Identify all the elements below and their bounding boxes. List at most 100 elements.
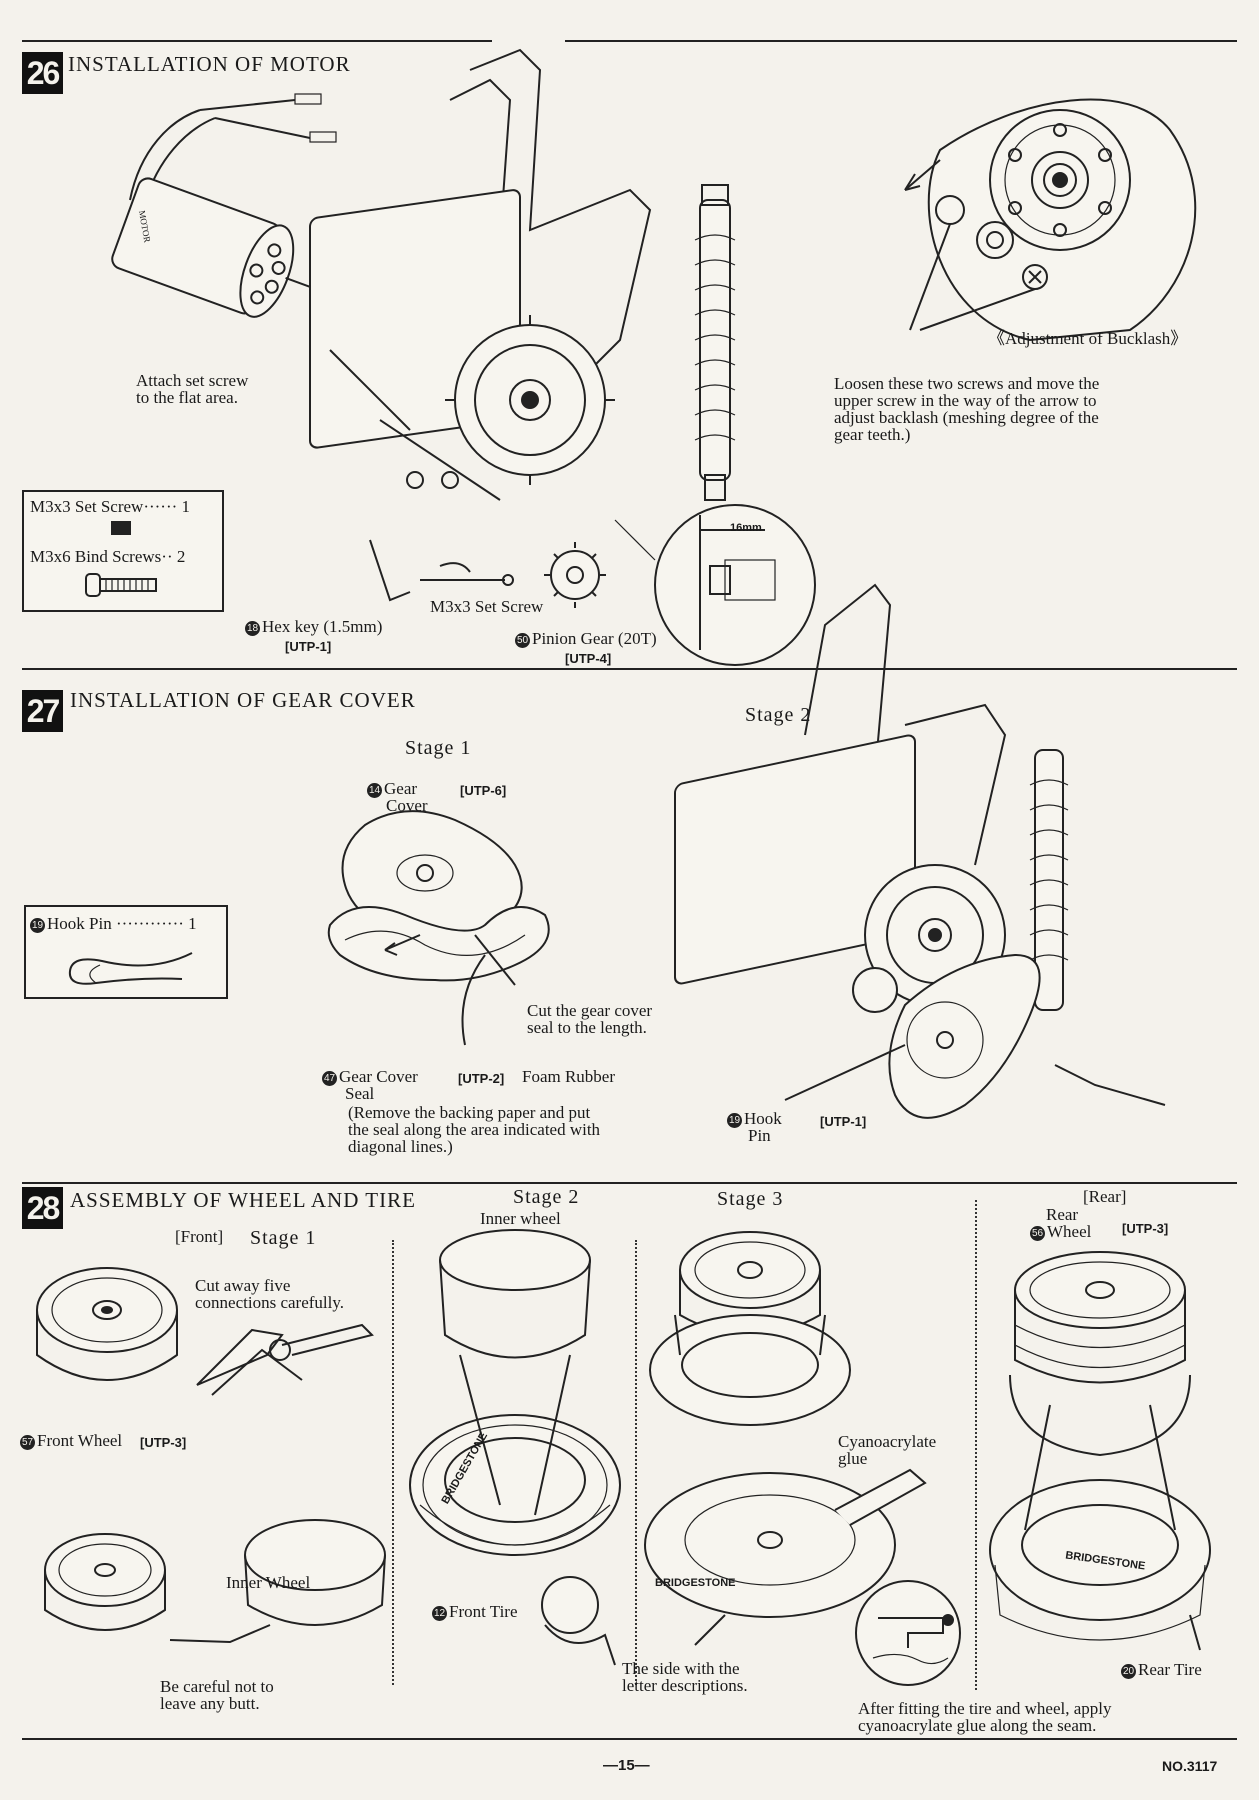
backlash-note-line2: upper screw in the way of the arrow to xyxy=(834,391,1097,410)
seal-note-line1: (Remove the backing paper and put xyxy=(348,1103,591,1122)
front-wheel-number-badge: 57 xyxy=(20,1435,35,1450)
cyano-label-line2: glue xyxy=(838,1449,868,1468)
pinion-gear-code: [UTP-4] xyxy=(565,651,612,666)
page-number: —15— xyxy=(603,1757,650,1774)
gear-cover-label-line1: Gear xyxy=(384,779,418,798)
set-screw-callout: M3x3 Set Screw xyxy=(430,597,544,616)
parts-list-box-26: M3x3 Set Screw······ 1 M3x6 Bind Screws·… xyxy=(22,490,224,612)
rear-wheel-number-badge: 56 xyxy=(1030,1226,1045,1241)
rear-wheel-tire-illustration xyxy=(989,1251,1211,1651)
pinion-position-detail xyxy=(614,504,816,666)
cut-connections-note-line1: Cut away five xyxy=(195,1276,291,1295)
hook-pin-box-badge: 19 xyxy=(30,918,45,933)
detail-dimension-label: 16mm xyxy=(730,522,762,534)
hook-pin-callout-line1: Hook xyxy=(744,1109,782,1128)
attach-note-line1: Attach set screw xyxy=(136,371,249,390)
backlash-note-line4: gear teeth.) xyxy=(834,425,911,444)
cut-seal-note-line2: seal to the length. xyxy=(527,1018,647,1037)
rear-wheel-code: [UTP-3] xyxy=(1122,1221,1169,1236)
front-tire-number-badge: 12 xyxy=(432,1606,447,1621)
hook-pin-parts-text: Hook Pin ············ 1 xyxy=(47,914,197,933)
tire-brand-text-stage3: BRIDGESTONE xyxy=(655,1577,736,1589)
document-number: NO.3117 xyxy=(1162,1758,1218,1774)
bottom-rule xyxy=(22,1738,1237,1740)
gear-cover-code: [UTP-6] xyxy=(460,783,507,798)
gear-cover-stage2-illustration xyxy=(674,583,1166,1119)
cyano-label-line1: Cyanoacrylate xyxy=(838,1432,937,1451)
hex-key-label-text: Hex key (1.5mm) xyxy=(262,617,383,636)
front-tire-label-text: Front Tire xyxy=(449,1602,518,1621)
letter-side-note-line1: The side with the xyxy=(622,1659,740,1678)
section-27-number: 27 xyxy=(22,690,63,732)
seal-label-text: Gear Cover xyxy=(339,1067,418,1086)
front-tire-illustration xyxy=(409,1229,621,1556)
stage-3-heading-28: Stage 3 xyxy=(717,1188,784,1210)
section-divider-27 xyxy=(22,668,1237,670)
backlash-note-line3: adjust backlash (meshing degree of the xyxy=(834,408,1099,427)
section-divider-28 xyxy=(22,1182,1237,1184)
seal-code: [UTP-2] xyxy=(458,1071,505,1086)
section-26-title: INSTALLATION OF MOTOR xyxy=(68,52,351,76)
hook-pin-icon xyxy=(68,952,193,985)
hex-key-code: [UTP-1] xyxy=(285,639,332,654)
section-27-title: INSTALLATION OF GEAR COVER xyxy=(70,688,416,712)
seal-label-seal: Seal xyxy=(345,1084,375,1103)
front-wheel-illustration xyxy=(36,1267,374,1396)
hook-pin-number-badge: 19 xyxy=(727,1113,742,1128)
divider-stage1-2 xyxy=(392,1240,394,1685)
section-28-number: 28 xyxy=(22,1187,63,1229)
motor-illustration xyxy=(111,93,337,318)
divider-stage2-3 xyxy=(635,1240,637,1685)
gear-cover-stage1-illustration xyxy=(327,810,550,1046)
cut-seal-note-line1: Cut the gear cover xyxy=(527,1001,653,1020)
attach-note-line2: to the flat area. xyxy=(136,388,238,407)
inner-wheel-label-stage2: Inner wheel xyxy=(480,1209,561,1228)
cut-connections-note-line2: connections carefully. xyxy=(195,1293,344,1312)
backlash-title: 《Adjustment of Bucklash》 xyxy=(988,329,1188,348)
top-rule-right xyxy=(565,40,1237,42)
hex-key-number-badge: 18 xyxy=(245,621,260,636)
divider-front-rear xyxy=(975,1200,977,1690)
rear-wheel-label: Rear xyxy=(1046,1206,1078,1223)
glue-seam-detail xyxy=(855,1580,961,1686)
after-fitting-note-line1: After fitting the tire and wheel, apply xyxy=(858,1699,1112,1718)
parts-item-bind-screws: M3x6 Bind Screws·· 2 xyxy=(30,547,186,566)
section-28-title: ASSEMBLY OF WHEEL AND TIRE xyxy=(70,1188,416,1212)
seal-number-badge: 47 xyxy=(322,1071,337,1086)
seal-note-line2: the seal along the area indicated with xyxy=(348,1120,601,1139)
hex-key-pinion-illustration xyxy=(369,539,606,608)
stage-1-heading-28: Stage 1 xyxy=(250,1227,317,1249)
top-rule-left xyxy=(22,40,492,42)
stage-2-heading-27: Stage 2 xyxy=(745,704,812,726)
parts-item-set-screw: M3x3 Set Screw······ 1 xyxy=(30,497,191,516)
rear-tire-number-badge: 20 xyxy=(1121,1664,1136,1679)
stage-1-heading-27: Stage 1 xyxy=(405,737,472,759)
inner-wheel-label-stage1: Inner Wheel xyxy=(226,1573,311,1592)
front-tag: [Front] xyxy=(175,1227,224,1246)
careful-note-line1: Be careful not to xyxy=(160,1677,274,1696)
hook-pin-code: [UTP-1] xyxy=(820,1114,867,1129)
front-wheel-code: [UTP-3] xyxy=(140,1435,187,1450)
backlash-adjust-diagram xyxy=(904,98,1197,342)
gear-cover-number-badge: 14 xyxy=(367,783,382,798)
wheel-inner-wheel-illustration xyxy=(44,1519,386,1644)
hook-pin-callout-line2: Pin xyxy=(748,1126,771,1145)
stage3-glue-illustration xyxy=(541,1231,927,1666)
rear-wheel-label-line2: Wheel xyxy=(1047,1222,1092,1241)
pinion-gear-label-text: Pinion Gear (20T) xyxy=(532,629,657,648)
letter-side-note-line2: letter descriptions. xyxy=(622,1676,748,1695)
stage-2-heading-28: Stage 2 xyxy=(513,1186,580,1208)
rear-wheel-label-line1: Rear xyxy=(1046,1205,1079,1224)
set-screw-icon xyxy=(111,521,131,535)
gear-cover-label-line2: Cover xyxy=(386,796,428,815)
backlash-note-line1: Loosen these two screws and move the xyxy=(834,374,1100,393)
